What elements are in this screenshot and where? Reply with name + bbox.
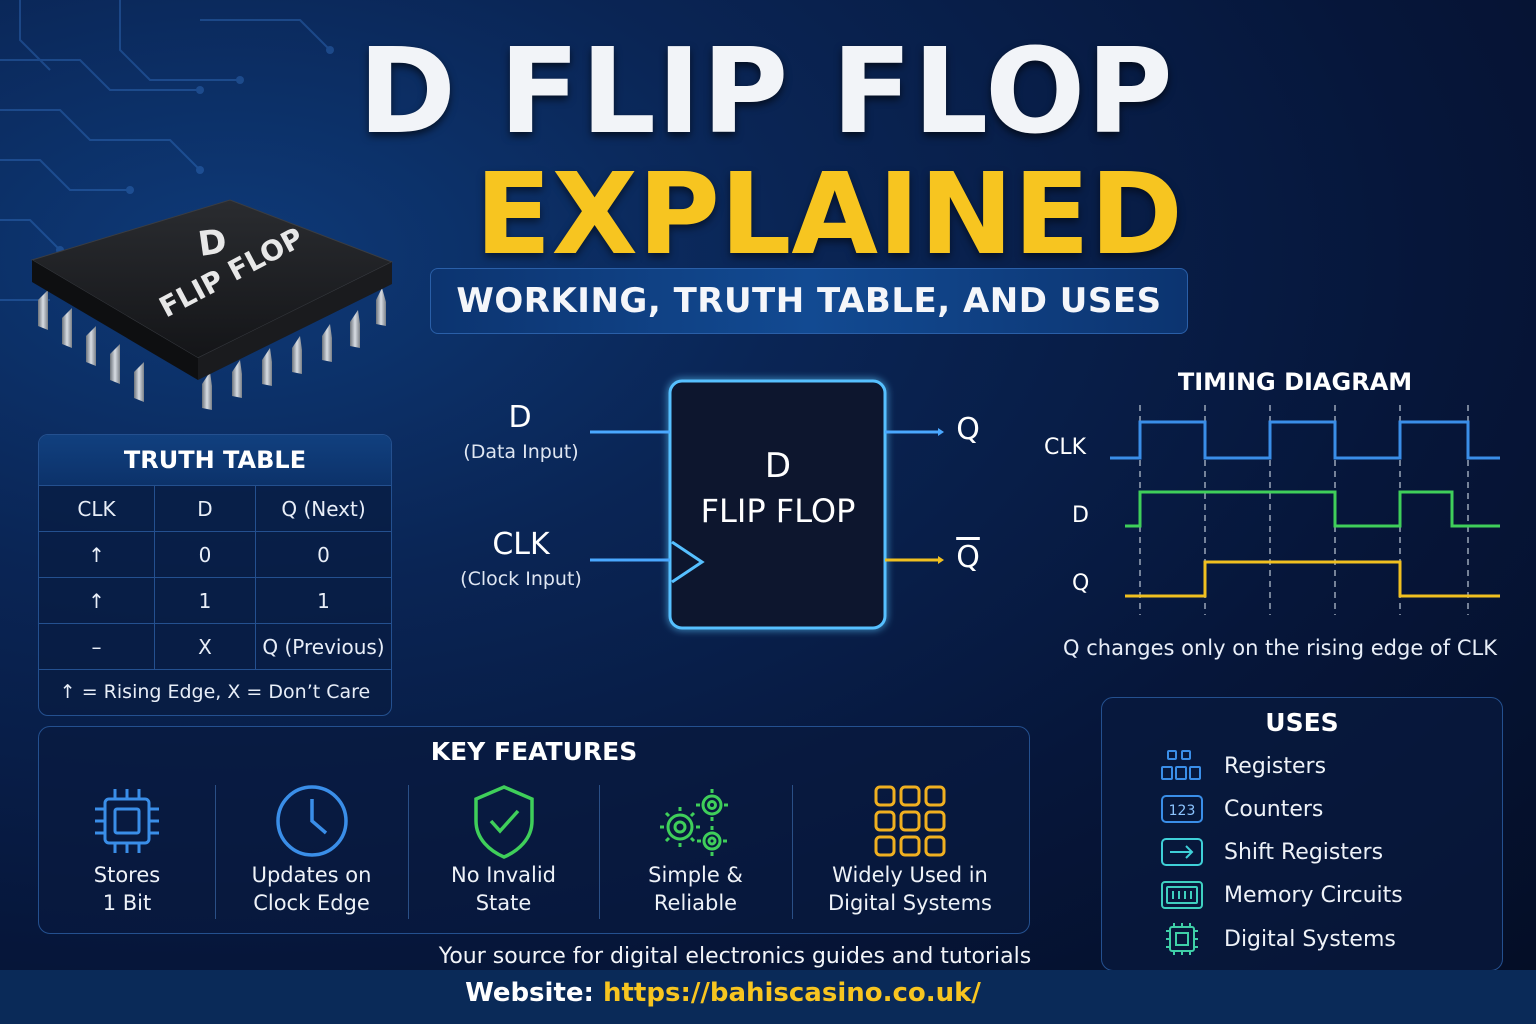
- truth-table-cell: 0: [256, 532, 391, 578]
- feature-line: State: [475, 891, 532, 915]
- memory-icon: [1161, 881, 1203, 909]
- chip-icon: [95, 789, 159, 853]
- truth-table-cell: ↑: [39, 532, 155, 578]
- q-waveform: [1125, 560, 1500, 598]
- circuit-pattern-decoration: [0, 0, 334, 301]
- feature-line: Clock Edge: [253, 891, 370, 915]
- shield-check-icon: [473, 785, 534, 859]
- subtitle-banner: WORKING, TRUTH TABLE, AND USES: [430, 268, 1188, 334]
- use-label: Shift Registers: [1224, 839, 1384, 865]
- use-item-registers: Registers: [1160, 746, 1326, 786]
- feature-separator: [408, 785, 409, 919]
- timing-signal-clk-label: CLK: [1044, 435, 1087, 460]
- flip-flop-block-diagram: [590, 379, 944, 630]
- flip-flop-title: FLIP FLOP: [700, 492, 856, 530]
- truth-table-cell: 0: [155, 532, 256, 578]
- footer-tagline: Your source for digital electronics guid…: [438, 944, 1032, 969]
- counter-icon-text: 123: [1169, 803, 1196, 819]
- feature-line: Updates on: [251, 863, 372, 887]
- title-main: D FLIP FLOP: [358, 22, 1174, 160]
- feature-separator: [792, 785, 793, 919]
- feature-line: Reliable: [653, 891, 738, 915]
- feature-line: Digital Systems: [827, 891, 993, 915]
- feature-line: Stores: [93, 863, 161, 887]
- key-features-panel: KEY FEATURES Stores 1 Bit Updates on Clock…: [38, 726, 1030, 934]
- uses-title: USES: [1265, 708, 1339, 737]
- gears-icon: [659, 789, 728, 856]
- use-label: Memory Circuits: [1224, 882, 1403, 908]
- grid-icon: [874, 785, 946, 857]
- truth-table: TRUTH TABLE CLK D Q (Next) ↑ 0 0 ↑ 1 1 –…: [38, 434, 392, 716]
- feature-separator: [599, 785, 600, 919]
- truth-table-cell: X: [155, 624, 256, 670]
- website-label: Website:: [465, 978, 594, 1008]
- uses-panel: USES Registers 123 Counters Shift Regist…: [1101, 697, 1503, 971]
- timing-signal-q-label: Q: [1072, 571, 1089, 596]
- use-item-memory-circuits: Memory Circuits: [1160, 875, 1403, 915]
- truth-table-note: ↑ = Rising Edge, X = Don’t Care: [59, 681, 371, 703]
- processor-icon: [1166, 923, 1198, 955]
- flip-flop-title-d: D: [764, 446, 792, 486]
- q-output-label: Q: [956, 412, 980, 447]
- feature-widely-used: Widely Used in Digital Systems: [792, 779, 1028, 929]
- footer-bar: [0, 970, 1536, 1024]
- subtitle-text: WORKING, TRUTH TABLE, AND USES: [456, 281, 1162, 321]
- counter-123-icon: 123: [1161, 795, 1203, 823]
- clock-triangle: [671, 540, 705, 584]
- feature-line: 1 Bit: [102, 891, 152, 915]
- feature-clock-edge: Updates on Clock Edge: [215, 779, 408, 929]
- clk-input-label: CLK: [492, 527, 550, 562]
- truth-table-cell: 1: [256, 578, 391, 624]
- truth-table-header-clk: CLK: [39, 486, 155, 532]
- use-label: Registers: [1224, 753, 1327, 779]
- truth-table-cell: 1: [155, 578, 256, 624]
- truth-table-cell: Q (Previous): [256, 624, 391, 670]
- chip-label-d: D: [196, 221, 230, 265]
- shift-arrow-icon: [1161, 838, 1203, 866]
- clock-icon: [275, 785, 348, 857]
- use-label: Digital Systems: [1224, 926, 1396, 952]
- use-item-shift-registers: Shift Registers: [1160, 832, 1383, 872]
- website-link[interactable]: https://bahiscasino.co.uk/: [602, 978, 981, 1008]
- d-waveform: [1125, 490, 1500, 528]
- chip-illustration: D FLIP FLOP: [30, 199, 394, 410]
- flip-flop-box: [668, 379, 887, 630]
- truth-table-header-q-next: Q (Next): [256, 486, 391, 532]
- feature-stores-1-bit: Stores 1 Bit: [39, 779, 215, 929]
- feature-separator: [215, 785, 216, 919]
- truth-table-title: TRUTH TABLE: [39, 435, 391, 486]
- key-features-title: KEY FEATURES: [430, 737, 638, 766]
- truth-table-grid: CLK D Q (Next) ↑ 0 0 ↑ 1 1 – X Q (Previo…: [39, 486, 391, 670]
- feature-line: Simple &: [648, 863, 743, 887]
- q-bar-output-label: Q: [956, 540, 980, 575]
- title-explained: EXPLAINED: [475, 150, 1183, 280]
- footer-website: Website: https://bahiscasino.co.uk/: [0, 978, 1446, 1008]
- truth-table-cell: –: [39, 624, 155, 670]
- truth-table-cell: ↑: [39, 578, 155, 624]
- truth-table-header-d: D: [155, 486, 256, 532]
- timing-signal-d-label: D: [1072, 503, 1089, 528]
- feature-line: No Invalid: [450, 863, 557, 887]
- timing-diagram: CLK D Q: [1044, 405, 1500, 615]
- feature-simple-reliable: Simple & Reliable: [599, 779, 792, 929]
- use-item-digital-systems: Digital Systems: [1160, 919, 1396, 959]
- use-label: Counters: [1224, 796, 1324, 822]
- feature-line: Widely Used in: [832, 863, 988, 887]
- d-input-sublabel: (Data Input): [463, 441, 579, 463]
- clk-waveform: [1110, 420, 1500, 460]
- clk-input-sublabel: (Clock Input): [460, 568, 582, 590]
- d-input-label: D: [508, 400, 532, 435]
- timing-diagram-title: TIMING DIAGRAM: [1177, 368, 1413, 396]
- registers-icon: [1161, 750, 1201, 780]
- timing-diagram-caption: Q changes only on the rising edge of CLK: [1063, 636, 1497, 660]
- use-item-counters: 123 Counters: [1160, 789, 1323, 829]
